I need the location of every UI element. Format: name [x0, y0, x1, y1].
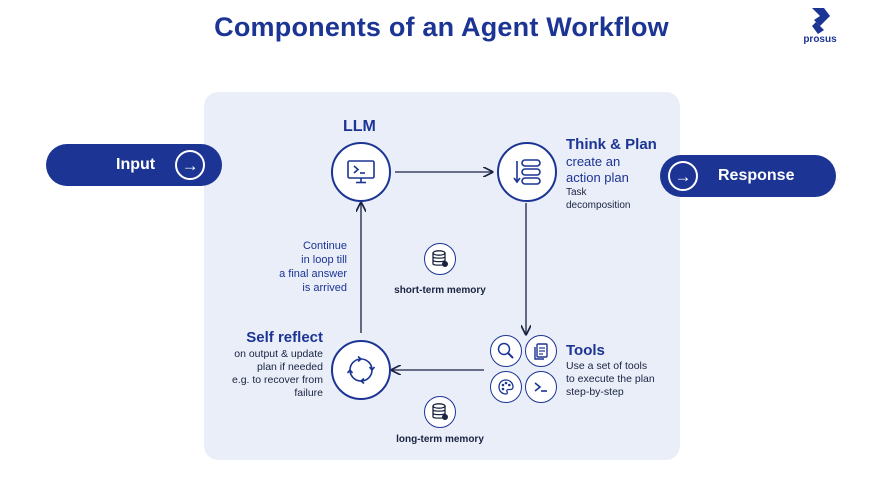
think-plan-node [497, 142, 557, 202]
search-icon [497, 342, 514, 359]
response-pill: → Response [660, 155, 836, 197]
logo-text: prosus [803, 34, 837, 45]
self-reflect-line3: e.g. to recover from [231, 374, 323, 386]
terminal-icon [534, 382, 547, 392]
refresh-cycle-icon [346, 355, 376, 385]
short-term-memory-node [424, 243, 456, 275]
think-plan-line1: create an [566, 154, 621, 169]
documents-icon [534, 343, 548, 360]
self-reflect-line4: failure [294, 387, 323, 399]
think-plan-title: Think & Plan [566, 136, 657, 153]
database-icon [432, 250, 448, 267]
loop-note-line4: is arrived [302, 282, 347, 294]
tools-terminal-node [525, 371, 557, 403]
think-plan-line2: action plan [566, 170, 629, 185]
task-list-icon [513, 159, 541, 185]
llm-node [331, 142, 391, 202]
tools-title: Tools [566, 342, 605, 359]
self-reflect-title: Self reflect [246, 329, 323, 346]
prosus-logo-icon [812, 8, 830, 34]
tools-search-node [490, 335, 522, 367]
database-icon [432, 403, 448, 420]
loop-note-line2: in loop till [301, 254, 347, 266]
loop-note-line1: Continue [302, 240, 347, 252]
self-reflect-node [331, 340, 391, 400]
self-reflect-line2: plan if needed [257, 361, 323, 373]
input-pill: Input → [46, 144, 222, 186]
tools-line2: to execute the plan [566, 373, 655, 385]
tools-line3: step-by-step [566, 386, 624, 398]
arrow-right-icon: → [668, 161, 698, 191]
loop-note-line3: a final answer [279, 268, 347, 280]
think-plan-sub1: Task [566, 187, 587, 198]
tools-line1: Use a set of tools [566, 360, 648, 372]
input-label: Input [116, 156, 156, 173]
long-term-memory-label: long-term memory [396, 434, 484, 445]
terminal-window-icon [347, 160, 375, 184]
prosus-logo: prosus [790, 4, 850, 48]
page-title: Components of an Agent Workflow [214, 12, 669, 42]
self-reflect-line1: on output & update [234, 348, 323, 360]
short-term-memory-label: short-term memory [394, 285, 486, 296]
response-label: Response [718, 167, 795, 184]
palette-icon [498, 379, 514, 395]
llm-title: LLM [343, 118, 376, 135]
think-plan-sub2: decomposition [566, 200, 631, 211]
long-term-memory-node [424, 396, 456, 428]
tools-documents-node [525, 335, 557, 367]
arrow-right-icon: → [175, 150, 206, 180]
tools-palette-node [490, 371, 522, 403]
